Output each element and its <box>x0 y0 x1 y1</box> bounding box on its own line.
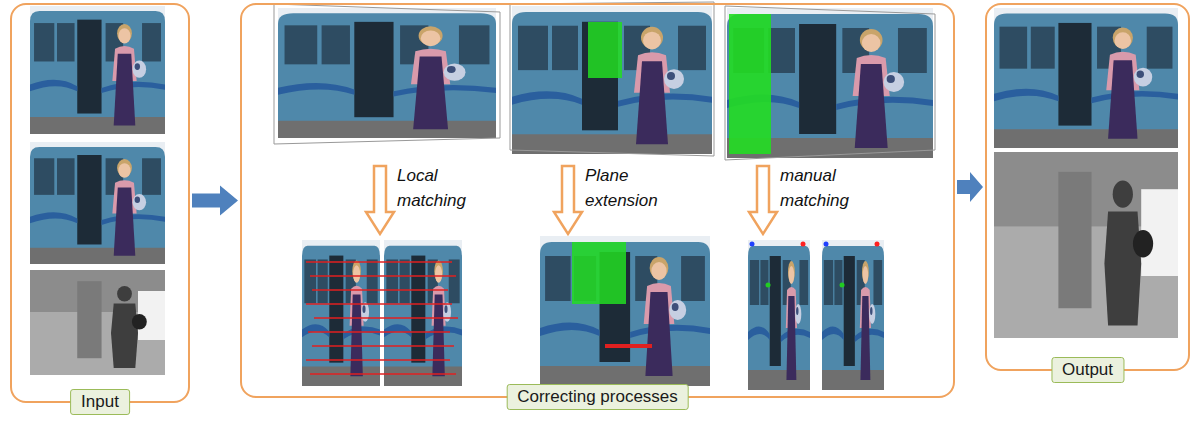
process-label: Plane extension <box>585 163 680 213</box>
red-stroke <box>605 344 652 348</box>
point <box>750 242 755 247</box>
point <box>875 242 880 247</box>
green-plane <box>729 14 771 154</box>
hollow-arrow <box>749 166 777 234</box>
match-lines <box>306 262 458 374</box>
flow-arrow <box>192 186 238 216</box>
input-depth <box>30 270 165 375</box>
input-left-image <box>30 6 165 134</box>
point <box>801 242 806 247</box>
green-plane <box>572 242 626 304</box>
output-image <box>994 8 1178 148</box>
flow-arrow <box>957 172 983 202</box>
match-line <box>310 373 456 375</box>
match-line <box>314 317 458 319</box>
point <box>840 283 845 288</box>
point <box>824 242 829 247</box>
process-label: Local matching <box>397 163 492 213</box>
view-frame <box>274 4 500 144</box>
hollow-arrow <box>554 166 582 234</box>
stage-box: Output <box>985 3 1190 371</box>
match-line <box>308 331 450 333</box>
view-image <box>727 8 933 158</box>
warped-view <box>725 6 935 160</box>
process-label: manual matching <box>780 163 875 213</box>
match-line <box>306 261 452 263</box>
stage-box: Input <box>10 3 190 403</box>
view-image <box>278 8 496 138</box>
stage-label: Input <box>70 389 130 415</box>
plane-image <box>540 236 710 386</box>
view-frame <box>510 2 714 156</box>
manual-points <box>750 242 880 288</box>
view-image <box>512 6 712 154</box>
stage-label: Correcting processes <box>506 384 689 410</box>
match-line <box>306 303 452 305</box>
manual-right <box>822 240 884 390</box>
match-line <box>306 359 450 361</box>
view-frame <box>725 6 935 160</box>
output-depth <box>994 152 1178 338</box>
input-right-image <box>30 142 165 264</box>
stage-label: Output <box>1051 357 1124 383</box>
match-line <box>310 275 456 277</box>
point <box>766 283 771 288</box>
green-plane <box>588 22 622 78</box>
hollow-arrow <box>366 166 394 234</box>
match-line <box>312 345 454 347</box>
warped-view <box>274 4 500 144</box>
match-line <box>312 289 448 291</box>
manual-left <box>748 240 810 390</box>
warped-view <box>510 2 714 156</box>
